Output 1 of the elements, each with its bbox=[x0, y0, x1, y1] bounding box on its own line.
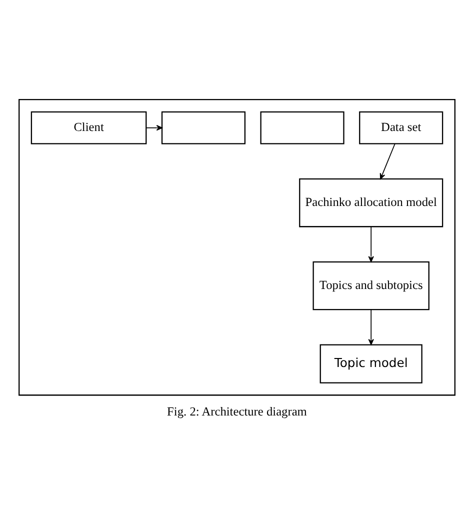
caption: Fig. 2: Architecture diagram bbox=[167, 404, 307, 418]
